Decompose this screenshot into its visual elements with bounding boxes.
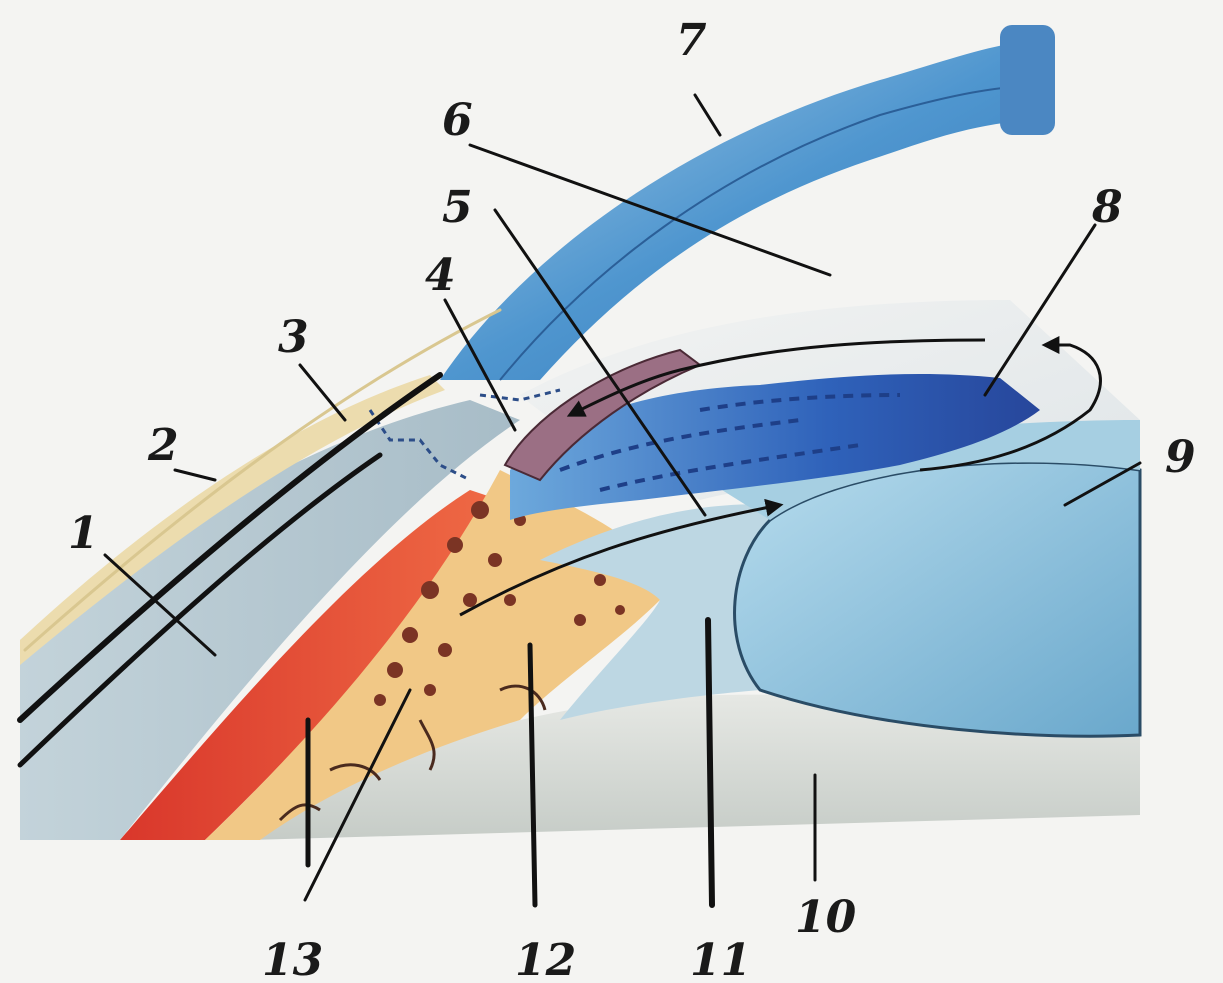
leader-2 xyxy=(175,470,215,480)
label-7: 7 xyxy=(676,15,707,66)
label-10: 10 xyxy=(795,892,857,943)
leader-11 xyxy=(708,620,712,905)
leader-3 xyxy=(300,365,345,420)
leader-7 xyxy=(695,95,720,135)
label-8: 8 xyxy=(1091,182,1123,233)
label-5: 5 xyxy=(442,182,473,233)
label-9: 9 xyxy=(1165,432,1196,483)
label-1: 1 xyxy=(68,508,99,559)
label-4: 4 xyxy=(425,250,456,301)
label-6: 6 xyxy=(442,95,473,146)
cornea-cut-edge xyxy=(1000,25,1055,135)
label-3: 3 xyxy=(278,312,309,363)
label-13: 13 xyxy=(262,935,323,983)
label-2: 2 xyxy=(147,420,179,471)
label-11: 11 xyxy=(690,935,751,983)
label-12: 12 xyxy=(515,935,576,983)
